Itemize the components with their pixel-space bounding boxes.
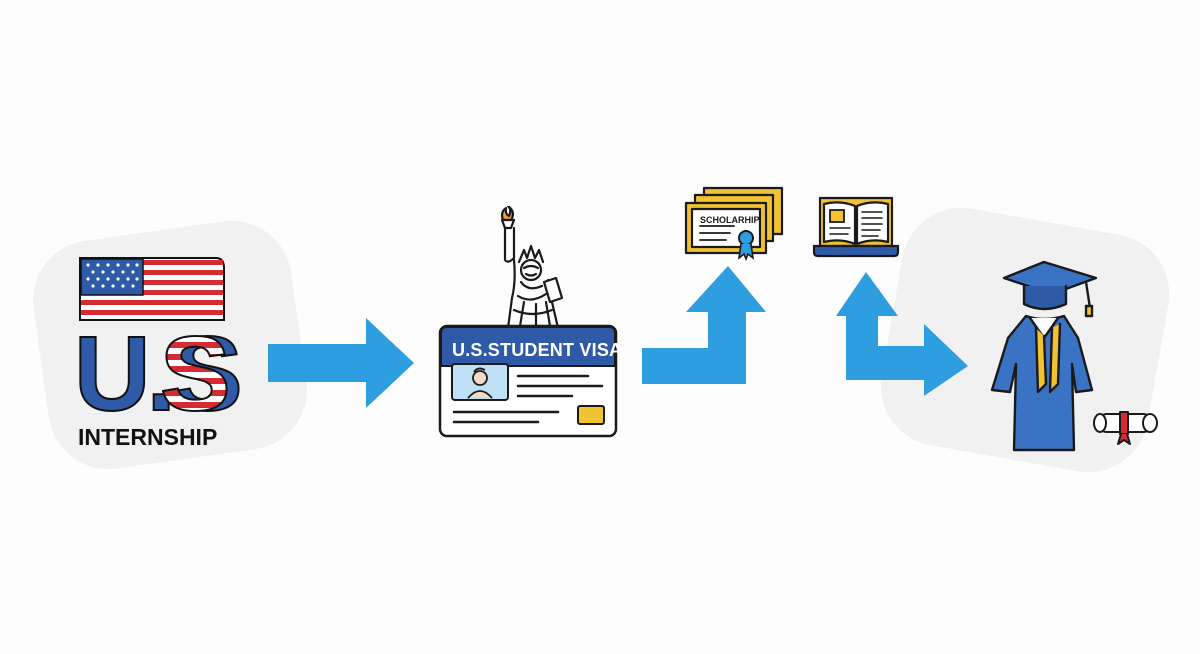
visa-title: U.S.STUDENT VISA [452,340,623,360]
us-flag-icon [79,257,225,321]
visa-card-icon [438,324,618,438]
svg-text:U.S: U.S [74,318,239,418]
graduate-gown-icon [990,260,1098,452]
diploma-scroll-icon [1093,411,1158,445]
statue-of-liberty-icon [500,206,564,330]
scholarship-label: SCHOLARHIP [700,215,760,225]
arrow-turn-right-icon [836,272,968,396]
scholarship-certificate-icon [684,186,784,262]
internship-label: INTERNSHIP [78,424,218,450]
svg-text:S: S [160,318,231,418]
us-letters-logo: U.S S [74,318,244,418]
arrow-turn-up-icon [642,266,766,384]
open-book-laptop-icon [812,196,900,258]
arrow-right-icon [268,318,414,408]
